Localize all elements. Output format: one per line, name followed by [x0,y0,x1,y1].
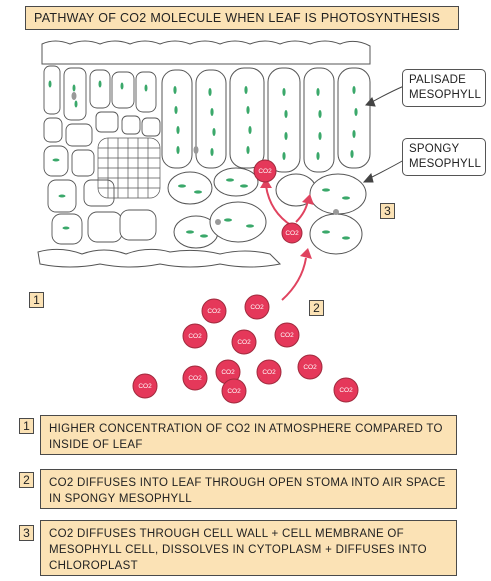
marker-3-text: 3 [384,204,391,218]
spongy-label-line2: MESOPHYLL [409,158,482,170]
step-1-number: 1 [19,418,34,434]
step-2-number-text: 2 [23,473,30,487]
co2-label: CO2 [227,388,241,395]
marker-1-text: 1 [33,293,40,307]
diagram-title: PATHWAY OF CO2 MOLECULE WHEN LEAF IS PHO… [25,6,459,30]
vascular-bundle [43,65,161,245]
marker-2-text: 2 [313,301,320,315]
palisade-label-line1: PALISADE [409,74,466,86]
co2-label: CO2 [262,369,276,376]
co2-label: CO2 [285,230,299,237]
co2-label: CO2 [258,168,272,175]
step-3-number-text: 3 [23,526,30,540]
co2-label: CO2 [339,387,353,394]
co2-labels: CO2 CO2 CO2 CO2 CO2 CO2 CO2 CO2 CO2 CO2 … [138,168,353,395]
spongy-label-line1: SPONGY [409,143,460,155]
co2-label: CO2 [138,383,152,390]
step-2-text: CO2 DIFFUSES INTO LEAF THROUGH OPEN STOM… [49,477,446,505]
co2-label: CO2 [221,369,235,376]
step-1-number-text: 1 [23,419,30,433]
step-3-box: CO2 DIFFUSES THROUGH CELL WALL + CELL ME… [40,520,457,576]
co2-label: CO2 [250,304,264,311]
marker-3: 3 [380,203,395,219]
step-3-text: CO2 DIFFUSES THROUGH CELL WALL + CELL ME… [49,528,427,572]
step-1-box: HIGHER CONCENTRATION OF CO2 IN ATMOSPHER… [40,415,457,455]
co2-label: CO2 [303,364,317,371]
palisade-mesophyll-label: PALISADE MESOPHYLL [402,69,486,107]
co2-label: CO2 [188,375,202,382]
upper-epidermis [41,40,371,65]
lower-epidermis [37,248,282,268]
co2-label: CO2 [188,333,202,340]
nuclei [71,92,339,225]
co2-label: CO2 [207,308,221,315]
step-2-box: CO2 DIFFUSES INTO LEAF THROUGH OPEN STOM… [40,469,457,509]
xylem [97,137,161,199]
arrow-heads [260,178,314,259]
diagram-title-text: PATHWAY OF CO2 MOLECULE WHEN LEAF IS PHO… [34,11,441,25]
marker-2: 2 [309,300,324,316]
step-3-number: 3 [19,525,34,541]
step-1-text: HIGHER CONCENTRATION OF CO2 IN ATMOSPHER… [49,423,443,451]
spongy-mesophyll-label: SPONGY MESOPHYLL [402,138,486,176]
marker-1: 1 [29,292,44,308]
palisade-label-line2: MESOPHYLL [409,89,482,101]
spongy-cells [167,167,367,255]
step-2-number: 2 [19,472,34,488]
co2-label: CO2 [237,339,251,346]
co2-molecules [132,159,359,404]
label-leaders [362,85,405,183]
chloroplasts [48,80,358,240]
co2-label: CO2 [280,332,294,339]
palisade-cells [161,67,371,173]
